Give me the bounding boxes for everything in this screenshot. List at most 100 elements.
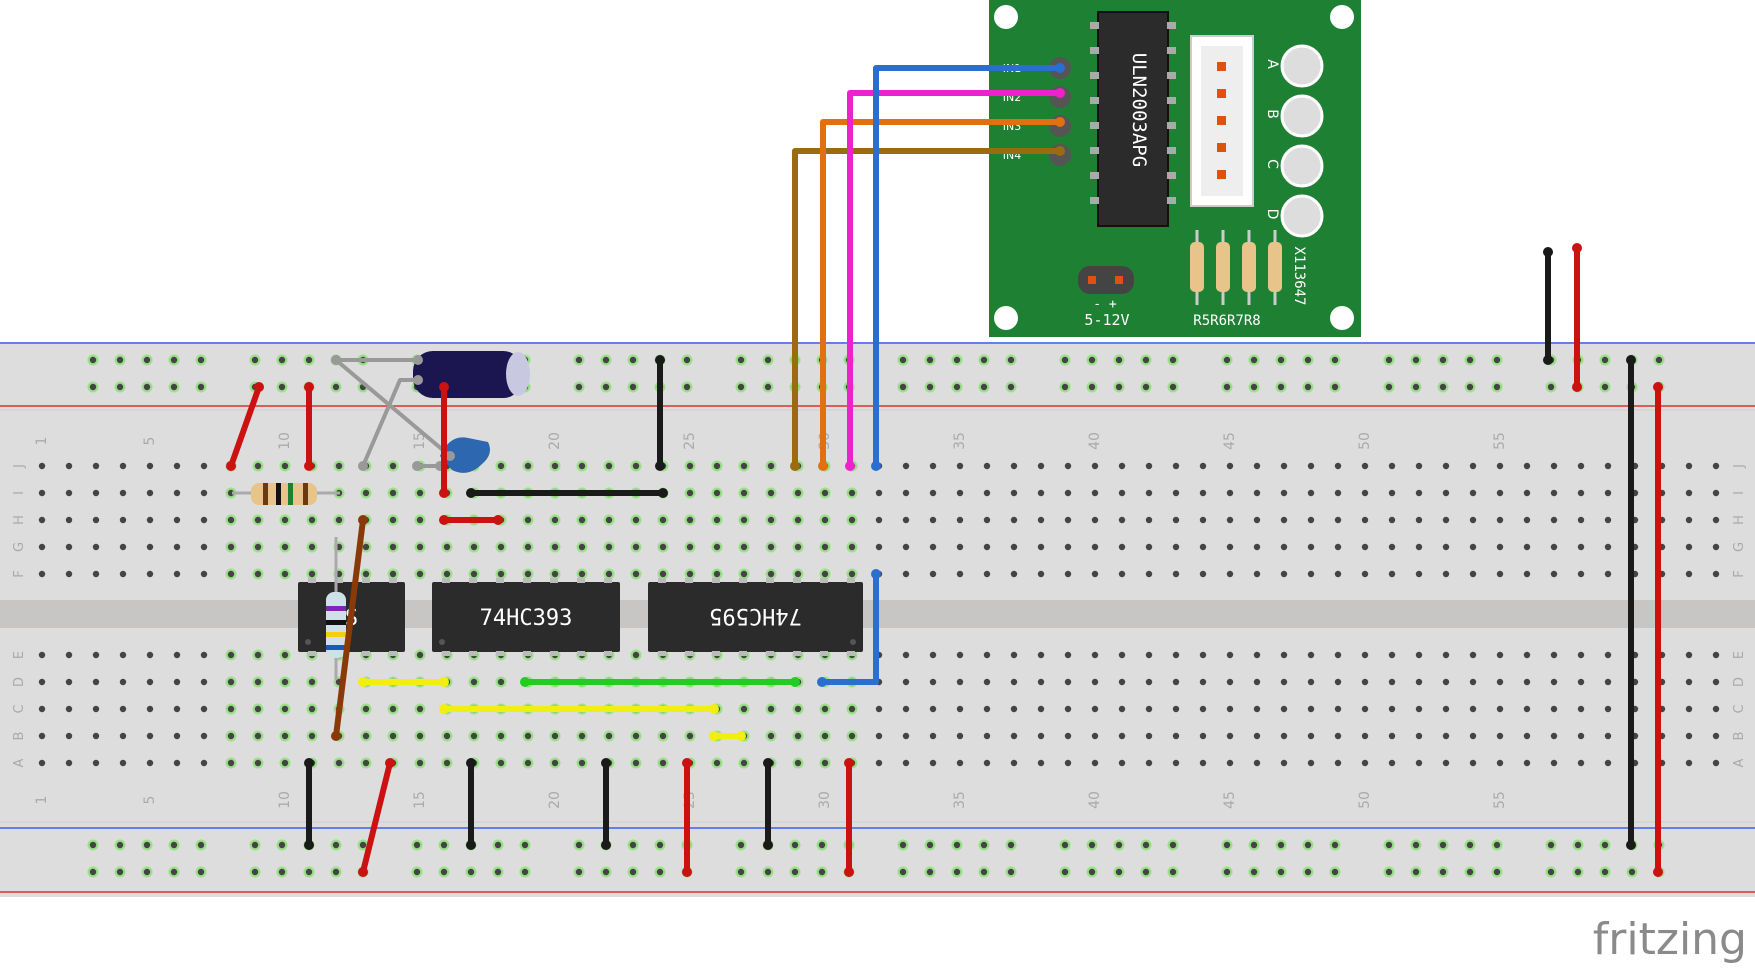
rail-hole [818, 841, 826, 849]
hole [767, 543, 775, 551]
rail-hole [89, 383, 97, 391]
rail-hole [1412, 356, 1420, 364]
blue-wire-end [871, 569, 881, 579]
hole [1118, 543, 1126, 551]
hole [1091, 759, 1099, 767]
hole [227, 570, 235, 578]
hole [1037, 516, 1045, 524]
jumper-wires [226, 63, 1663, 877]
blue-wire-in1 [873, 65, 1063, 469]
rail-hole [170, 841, 178, 849]
chip-pin [1167, 172, 1176, 179]
chip-pin [308, 578, 316, 583]
row-letter: H [12, 515, 27, 525]
rail-hole [1061, 383, 1069, 391]
chip-pin [577, 578, 585, 583]
column-number: 15 [412, 791, 428, 809]
hole [875, 759, 883, 767]
yellow-wire-end [736, 731, 746, 741]
hole [1253, 543, 1261, 551]
pcb-resistor [1216, 242, 1230, 292]
breadboard-labels: 1155101015152020252530303535404045455050… [12, 432, 1747, 809]
hole [1010, 543, 1018, 551]
pcb-resistor [1242, 242, 1256, 292]
hole [1118, 705, 1126, 713]
hole [686, 489, 694, 497]
hole [227, 678, 235, 686]
hole [1361, 543, 1369, 551]
rail-hole [926, 383, 934, 391]
hole [119, 651, 127, 659]
hole [1415, 651, 1423, 659]
hole [38, 516, 46, 524]
rail-hole [1007, 383, 1015, 391]
rail-hole [1223, 841, 1231, 849]
hole [848, 543, 856, 551]
rail-hole [926, 841, 934, 849]
chip-pin [308, 651, 316, 656]
hole [1307, 489, 1315, 497]
hole [1064, 570, 1072, 578]
hole [524, 732, 532, 740]
hole [254, 678, 262, 686]
black-wire-end [601, 758, 611, 768]
red-wire-end [1572, 243, 1582, 253]
hole [173, 462, 181, 470]
chip-pin [1090, 172, 1099, 179]
hole [1091, 732, 1099, 740]
hole [1145, 570, 1153, 578]
hole [227, 489, 235, 497]
hole [497, 732, 505, 740]
hole [713, 570, 721, 578]
hole [389, 705, 397, 713]
mount-hole [1330, 5, 1354, 29]
chip-pin [712, 651, 720, 656]
hole [92, 732, 100, 740]
rail-hole [116, 383, 124, 391]
hole [227, 759, 235, 767]
hole [470, 732, 478, 740]
hole [1307, 651, 1315, 659]
chip-pin [820, 651, 828, 656]
hole [1307, 759, 1315, 767]
phase-label: B [1264, 109, 1280, 119]
chip-pin [685, 651, 693, 656]
hole [1010, 516, 1018, 524]
hole [1280, 516, 1288, 524]
hole [1226, 651, 1234, 659]
hole [1388, 759, 1396, 767]
row-letter: B [1732, 732, 1747, 741]
rail-hole [1547, 841, 1555, 849]
hole [821, 705, 829, 713]
hole [1442, 678, 1450, 686]
gray-lead-end [413, 375, 423, 385]
rail-hole [1331, 356, 1339, 364]
row-letter: I [1732, 491, 1747, 495]
hole [1604, 705, 1612, 713]
resistor-band [263, 483, 268, 505]
hole [578, 516, 586, 524]
hole [389, 516, 397, 524]
red-wire-end [1653, 867, 1663, 877]
rail-hole [1412, 841, 1420, 849]
hole [254, 705, 262, 713]
hole [146, 651, 154, 659]
rail-hole [251, 356, 259, 364]
hole [1010, 570, 1018, 578]
phase-label: C [1264, 159, 1280, 169]
hole [1280, 570, 1288, 578]
rail-hole [1547, 383, 1555, 391]
rail-hole [1277, 868, 1285, 876]
hole [1442, 759, 1450, 767]
hole [1415, 570, 1423, 578]
hole [254, 732, 262, 740]
hole [1253, 462, 1261, 470]
hole [659, 543, 667, 551]
hole [119, 759, 127, 767]
gray-lead-end [445, 451, 455, 461]
hole [119, 489, 127, 497]
rail-hole [980, 356, 988, 364]
hole [281, 759, 289, 767]
rail-hole [521, 868, 529, 876]
hole [362, 543, 370, 551]
